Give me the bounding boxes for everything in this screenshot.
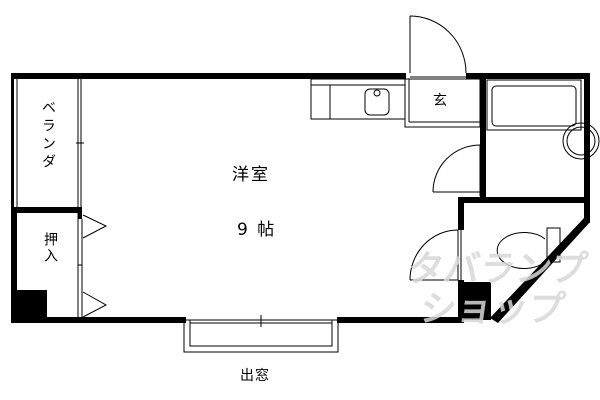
thin-lines	[16, 15, 600, 353]
watermark-line1: タバランプ	[405, 249, 590, 290]
walls	[11, 73, 590, 323]
room-name-closet: 押入	[42, 232, 58, 264]
watermark-line2: ショップ	[417, 289, 568, 330]
watermark: タバランプ ショップ	[399, 249, 590, 330]
room-name-balcony: ベランダ	[40, 100, 56, 172]
room-name-bay-window: 出窓	[240, 368, 270, 384]
room-name-western: 洋室	[232, 165, 270, 185]
room-size-western: 9 帖	[237, 220, 277, 240]
room-name-entrance: 玄	[433, 93, 447, 109]
